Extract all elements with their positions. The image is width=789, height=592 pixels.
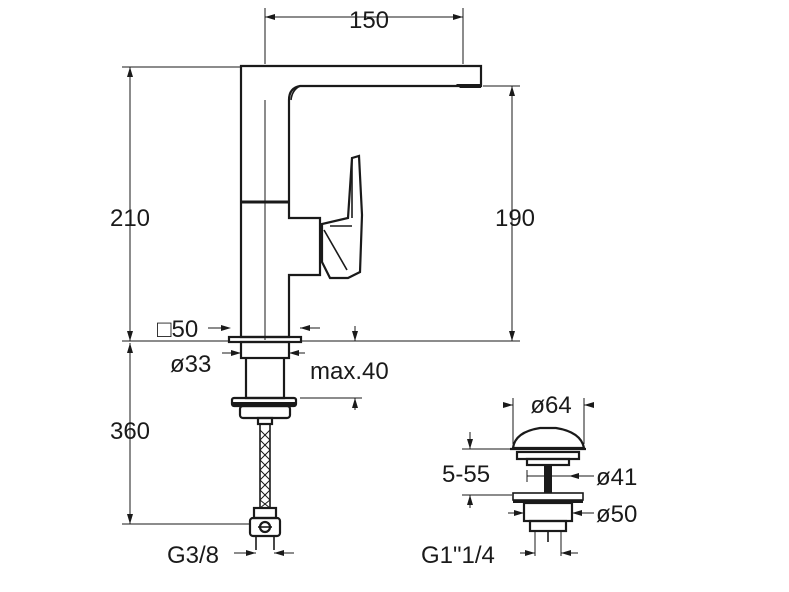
dim-waste-thread: G1"1/4 [421, 542, 495, 569]
faucet-dimensions [122, 8, 520, 556]
dim-max-deck: max.40 [310, 358, 389, 385]
dim-shank-diameter: ø33 [170, 351, 211, 378]
dim-hose-length: 360 [110, 418, 150, 445]
faucet-body [239, 64, 483, 340]
waste-dimensions [462, 398, 594, 556]
dim-base-square: □50 [157, 316, 198, 343]
supply-hose [248, 424, 282, 550]
dim-overall-height: 210 [110, 205, 150, 232]
waste-valve [510, 426, 586, 542]
dim-waste-body: ø50 [596, 501, 637, 528]
dim-waste-range: 5-55 [442, 461, 490, 488]
dim-waste-hole: ø41 [596, 464, 637, 491]
dim-spout-reach: 150 [349, 7, 389, 34]
dim-spout-height: 190 [495, 205, 535, 232]
dim-hose-thread: G3/8 [167, 542, 219, 569]
dim-waste-head: ø64 [530, 392, 571, 419]
faucet-base [227, 335, 303, 426]
lever-handle [320, 154, 364, 280]
